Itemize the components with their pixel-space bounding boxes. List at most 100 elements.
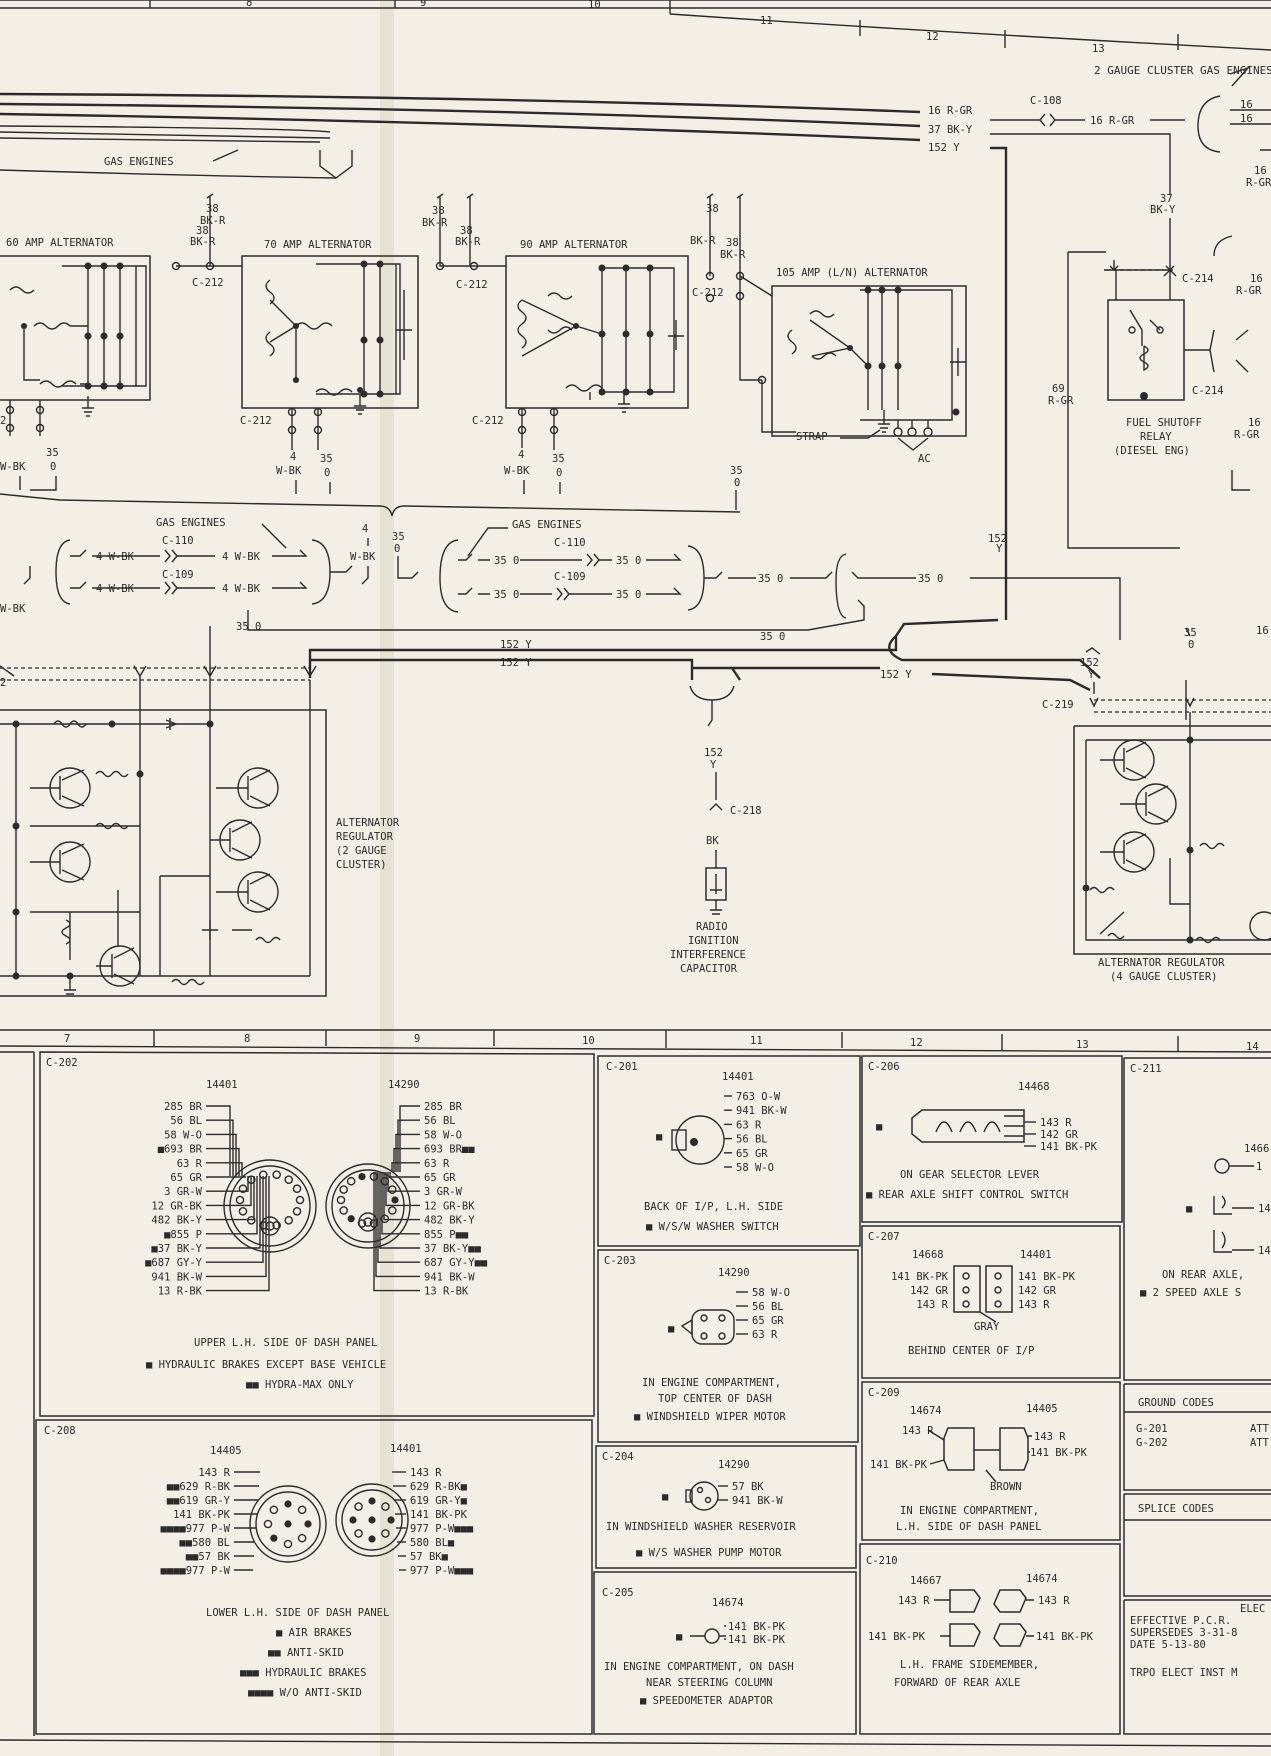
wire-16: 16 xyxy=(1248,417,1261,429)
wire-label: 687 GY-Y■■ xyxy=(424,1257,488,1269)
wire-35: 35 xyxy=(392,531,405,543)
panel-title: C-204 xyxy=(602,1451,634,1463)
wire-o: 0 xyxy=(394,543,400,555)
panel-caption: ■ SPEEDOMETER ADAPTOR xyxy=(640,1695,773,1707)
wire-lead xyxy=(206,1147,240,1176)
panel-caption: ON GEAR SELECTOR LEVER xyxy=(900,1169,1040,1181)
zone-label: 9 xyxy=(414,1033,420,1045)
wire-4: 4 xyxy=(518,449,524,461)
wire-label: ■■580 BL xyxy=(179,1537,230,1549)
radio-capacitor-label: CAPACITOR xyxy=(680,963,738,975)
wire-o: 0 xyxy=(324,467,330,479)
fuel-relay-label: FUEL SHUTOFF xyxy=(1126,417,1202,429)
footer-line: EFFECTIVE P.C.R. xyxy=(1130,1615,1231,1627)
wire-38: 38 xyxy=(706,203,719,215)
wire-label: 141 BK-PK xyxy=(870,1459,928,1471)
wire-y: Y xyxy=(1088,669,1095,681)
wire-35o: 35 0 xyxy=(918,573,943,585)
wire-label: 141 BK-PK xyxy=(1040,1141,1098,1153)
connector-pin xyxy=(368,1497,376,1505)
connector-c210-panel: C-210 14667 14674 143 R 141 BK-PK 143 R … xyxy=(866,1555,1094,1689)
wire-label: ■■■■977 P-W xyxy=(160,1523,230,1535)
connector-c110: C-110 xyxy=(554,537,586,549)
connector-pin xyxy=(387,1516,395,1524)
connector-c209-panel: C-209 14674 14405 143 R 141 BK-PK 143 R … xyxy=(868,1387,1088,1533)
regulator-2gauge-label: REGULATOR xyxy=(336,831,394,843)
panel-caption: ON REAR AXLE, xyxy=(1162,1269,1244,1281)
panel-caption: IN ENGINE COMPARTMENT, ON DASH xyxy=(604,1661,794,1673)
wire-lead xyxy=(206,1176,270,1292)
wire-wbk: W-BK xyxy=(350,551,376,563)
wire-label: 941 BK-W xyxy=(151,1271,202,1283)
wire-label: 141 BK-PK xyxy=(1036,1631,1094,1643)
wire-wbk: W-BK xyxy=(504,465,530,477)
wire-label: 143 R xyxy=(1038,1595,1070,1607)
zone-label: 11 xyxy=(750,1035,763,1047)
wire-2: 2 xyxy=(0,677,6,689)
wire-69: 69 xyxy=(1052,383,1065,395)
connector-pin xyxy=(381,1502,390,1511)
connector-pins xyxy=(235,1170,305,1230)
regulator-4gauge-label: ALTERNATOR REGULATOR xyxy=(1098,957,1225,969)
alternator-60-label: 60 AMP ALTERNATOR xyxy=(6,237,114,249)
connector-pin xyxy=(272,1221,281,1230)
wire-label: 56 BL xyxy=(736,1134,768,1146)
marker-text: ■ xyxy=(676,1631,683,1643)
connector-pin xyxy=(349,1516,357,1524)
connector-pins xyxy=(336,1172,399,1228)
marker-text: ■ xyxy=(662,1491,669,1503)
marker-text: ■ xyxy=(668,1323,675,1335)
wire-label: 143 R xyxy=(916,1299,948,1311)
connector-pin xyxy=(354,1502,363,1511)
wire-35: 35 xyxy=(1184,627,1197,639)
panel-title: C-205 xyxy=(602,1587,634,1599)
wire-label: ■37 BK-Y xyxy=(151,1243,202,1255)
wire-35o: 35 0 xyxy=(616,555,641,567)
brown-label: BROWN xyxy=(990,1481,1022,1493)
panel-caption: ■■ HYDRA-MAX ONLY xyxy=(246,1379,354,1391)
wire-label: 763 O-W xyxy=(736,1091,781,1103)
top-zone-strip: 8 9 10 11 12 13 xyxy=(0,0,1271,55)
wire-16: 16 xyxy=(1240,113,1253,125)
connector-c110: C-110 xyxy=(162,535,194,547)
panel-title: C-202 xyxy=(46,1057,78,1069)
middle-zone-strip: 7 8 9 10 11 12 13 14 xyxy=(0,1029,1271,1053)
wire-label: 482 BK-Y xyxy=(151,1215,202,1227)
wire-2: 2 xyxy=(0,415,6,427)
alternator-regulator-2gauge: 2 ALTERNATOR REGULATOR xyxy=(0,665,400,997)
panel-caption: IN WINDSHIELD WASHER RESERVOIR xyxy=(606,1521,796,1533)
panel-title: C-208 xyxy=(44,1425,76,1437)
regulator-2gauge-label: ALTERNATOR xyxy=(336,817,400,829)
connector-c212: C-212 xyxy=(192,277,224,289)
alternator-90amp: 38 BK-R 38 BK-R C-212 90 AMP ALTERNATOR … xyxy=(422,193,689,494)
wire-4: 4 xyxy=(290,451,296,463)
part-number: 14405 xyxy=(210,1445,242,1457)
wire-label: 142 GR xyxy=(910,1285,949,1297)
wire-label: 977 P-W■■■ xyxy=(410,1565,474,1577)
wire-35o: 35 0 xyxy=(236,621,261,633)
alternator-regulator-4gauge: ALTERNATOR REGULATOR (4 GAUGE CLUSTER) xyxy=(1073,697,1271,983)
wire-label: 619 GR-Y■ xyxy=(410,1495,468,1507)
wire-label-16rgr-b: 16 R-GR xyxy=(1090,115,1135,127)
wire-lead xyxy=(379,1172,420,1249)
footer-info-panel: ELEC EFFECTIVE P.C.R. SUPERSEDES 3-31-8 … xyxy=(1130,1603,1265,1679)
wire-bky: BK-Y xyxy=(1150,204,1176,216)
radio-capacitor: 152 Y C-218 BK RADIO IGNITION INTERFEREN… xyxy=(670,712,762,975)
wire-35o: 35 0 xyxy=(616,589,641,601)
connector-pin xyxy=(388,1185,397,1194)
connector-pin xyxy=(368,1535,376,1543)
wire-label: 58 W-O xyxy=(736,1162,774,1174)
wire-38: 38 xyxy=(726,237,739,249)
connector-pin xyxy=(284,1520,292,1528)
zone-label: 12 xyxy=(926,31,939,43)
wire-lead xyxy=(206,1176,261,1249)
alternator-70-label: 70 AMP ALTERNATOR xyxy=(264,239,372,251)
wire-label: 14 xyxy=(1258,1245,1271,1257)
connector-pin xyxy=(284,1175,294,1184)
